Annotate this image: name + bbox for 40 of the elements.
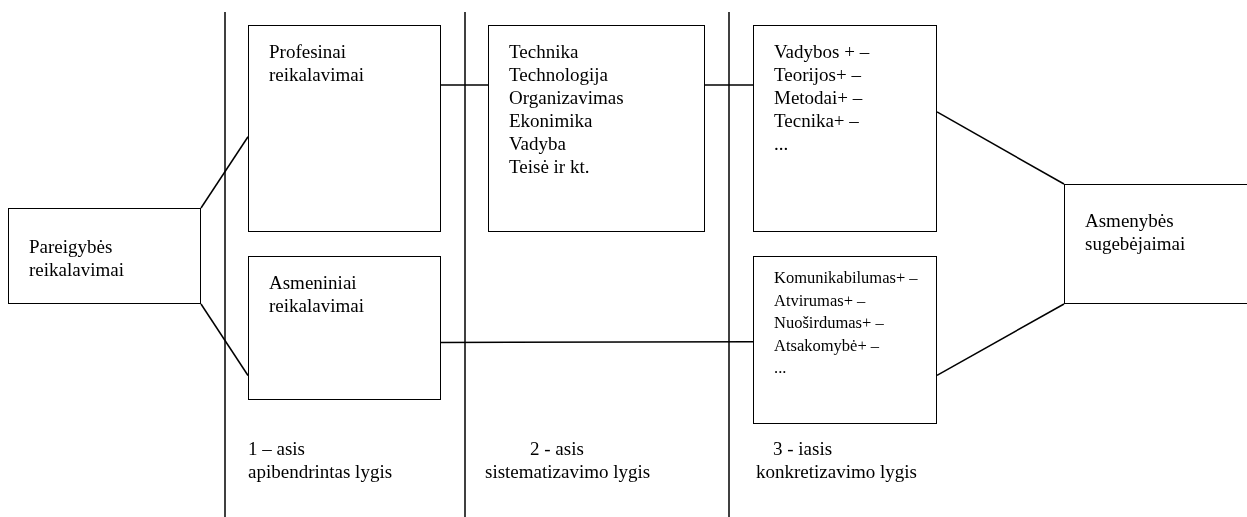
node-text: Pareigybės reikalavimai <box>29 235 125 281</box>
text-box <box>248 25 441 232</box>
node-text: Komunikabilumas+ – <box>774 267 919 289</box>
node-text: Vadyba <box>509 132 567 155</box>
connector-line <box>704 84 754 86</box>
connector-line <box>936 111 1065 185</box>
node-text: ... <box>774 357 788 379</box>
node-text: Atvirumas+ – <box>774 289 867 312</box>
text-box <box>753 25 937 232</box>
text-box <box>1064 184 1247 304</box>
node-text: Profesinai reikalavimai <box>269 40 365 86</box>
level-label: 1 – asis <box>248 437 305 460</box>
level-label: sistematizavimo lygis <box>485 460 651 483</box>
text-box <box>8 208 201 304</box>
connector-line <box>200 136 249 209</box>
node-text: Nuoširdumas+ – <box>774 312 885 334</box>
node-text: Asmeniniai reikalavimai <box>269 271 365 317</box>
node-text: Asmenybės sugebėjaimai <box>1085 209 1187 255</box>
connector-line <box>440 84 489 86</box>
node-text: Atsakomybė+ – <box>774 334 881 357</box>
connector-line <box>936 303 1065 377</box>
text-box <box>248 256 441 400</box>
level-label: apibendrintas lygis <box>248 460 393 483</box>
level-label: 3 - iasis <box>773 437 833 460</box>
node-text: ... <box>774 132 790 155</box>
connector-line <box>440 340 754 344</box>
level-label: konkretizavimo lygis <box>756 460 917 483</box>
node-text: Tecnika+ – <box>774 109 860 132</box>
text-box <box>488 25 705 232</box>
node-text: Technika <box>509 40 580 63</box>
node-text: Vadybos + – <box>774 40 871 63</box>
node-text: Technologija <box>509 63 609 86</box>
level-label: 2 - asis <box>530 437 584 460</box>
node-text: Ekonimika <box>509 109 594 132</box>
text-box <box>753 256 937 424</box>
node-text: Teisė ir kt. <box>509 155 591 178</box>
node-text: Organizavimas <box>509 86 625 109</box>
connector-line <box>200 303 249 377</box>
node-text: Teorijos+ – <box>774 63 862 86</box>
node-text: Metodai+ – <box>774 86 864 109</box>
